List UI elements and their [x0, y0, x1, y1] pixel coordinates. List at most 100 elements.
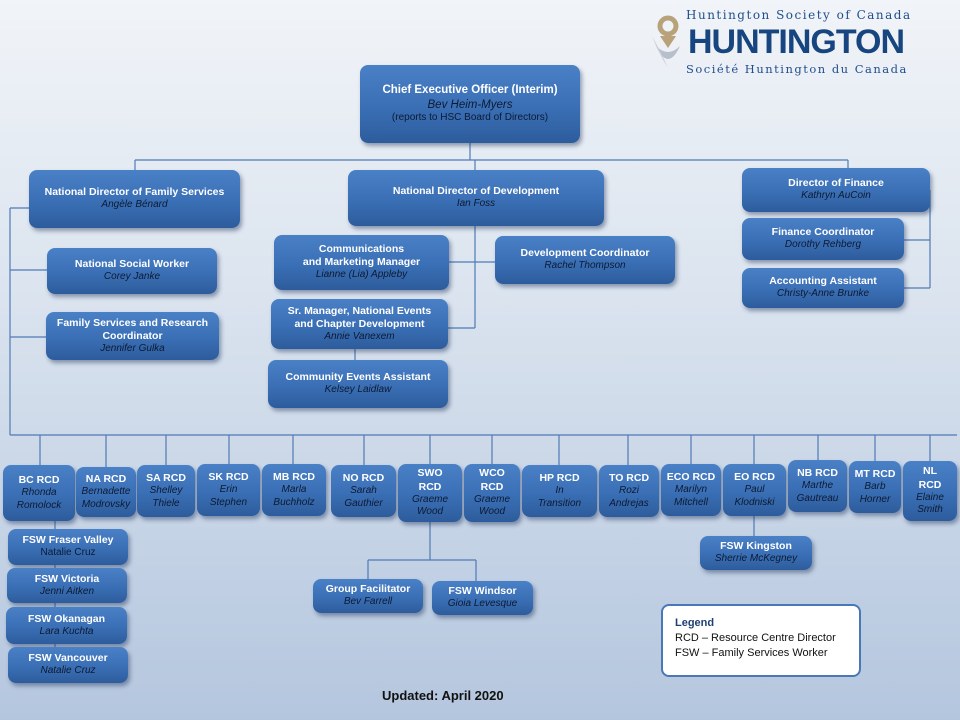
role-title: Group Facilitator	[325, 583, 411, 596]
person-name: Gioia Levesque	[447, 598, 518, 610]
role-title: NL RCD	[918, 465, 942, 491]
role-title: Family Services and Research Coordinator	[56, 316, 209, 342]
role-title: EO RCD	[734, 470, 775, 483]
role-title: MB RCD	[273, 470, 315, 483]
reports-note: (reports to HSC Board of Directors)	[391, 112, 549, 124]
person-name: Annie Vanexem	[324, 330, 395, 342]
person-name: Lara Kuchta	[39, 625, 94, 637]
role-title: SK RCD	[208, 470, 249, 483]
role-title: SA RCD	[146, 471, 186, 484]
person-name: Rachel Thompson	[544, 260, 626, 272]
role-title: Finance Coordinator	[771, 226, 875, 239]
person-name: Paul Klodniski	[734, 484, 775, 508]
role-title: FSW Okanagan	[27, 612, 105, 625]
person-name: Natalie Cruz	[40, 665, 96, 677]
person-name: Barb Horner	[859, 481, 891, 505]
role-title: Chief Executive Officer (Interim)	[382, 84, 558, 97]
person-name: Dorothy Rehberg	[784, 239, 862, 251]
person-name: Ian Foss	[456, 198, 496, 210]
box-finance-director: Director of Finance Kathryn AuCoin	[742, 168, 930, 212]
role-title: National Social Worker	[74, 258, 190, 271]
person-name: Marla Buchholz	[273, 484, 315, 508]
role-title: MT RCD	[854, 467, 896, 480]
legend-rcd: RCD – Resource Centre Director	[675, 632, 836, 644]
person-name: Marthe Gautreau	[796, 480, 839, 504]
person-name: Rhonda Romolock	[16, 487, 62, 511]
box-accounting-assistant: Accounting Assistant Christy-Anne Brunke	[742, 268, 904, 308]
role-title: National Director of Family Services	[44, 186, 225, 199]
box-ceo: Chief Executive Officer (Interim) Bev He…	[360, 65, 580, 143]
person-name: Erin Stephen	[209, 484, 248, 508]
person-name: Corey Janke	[103, 271, 161, 283]
person-name: Bev Farrell	[343, 596, 393, 608]
legend: Legend RCD – Resource Centre Director FS…	[661, 604, 861, 677]
person-name: Angèle Bénard	[101, 199, 168, 211]
box-sr-manager: Sr. Manager, National Events and Chapter…	[271, 299, 448, 349]
logo-text-main: HUNTINGTON	[688, 23, 905, 61]
role-title: FSW Windsor	[448, 585, 517, 598]
role-title: Accounting Assistant	[769, 275, 877, 288]
role-title: FSW Victoria	[34, 572, 100, 585]
box-dev-coord: Development Coordinator Rachel Thompson	[495, 236, 675, 284]
role-title: ECO RCD	[666, 470, 716, 483]
role-title: Sr. Manager, National Events and Chapter…	[287, 304, 432, 330]
person-name: Sherrie McKegney	[714, 553, 798, 565]
person-name: Jennifer Gulka	[100, 342, 165, 354]
person-name: Shelley Thiele	[149, 485, 183, 509]
role-title: Communications and Marketing Manager	[302, 243, 421, 269]
box-social-worker: National Social Worker Corey Janke	[47, 248, 217, 294]
person-name: Rozi Andrejas	[609, 485, 649, 509]
person-name: Bev Heim-Myers	[427, 98, 513, 111]
box-comm-manager: Communications and Marketing Manager Lia…	[274, 235, 449, 290]
person-name: Kelsey Laidlaw	[324, 384, 392, 396]
box-events-assistant: Community Events Assistant Kelsey Laidla…	[268, 360, 448, 408]
person-name: Graeme Wood	[411, 493, 449, 518]
person-name: Christy-Anne Brunke	[776, 288, 870, 300]
logo-text-french: Société Huntington du Canada	[686, 62, 908, 76]
box-fs-research: Family Services and Research Coordinator…	[46, 312, 219, 360]
person-name: Lianne (Lia) Appleby	[315, 269, 408, 281]
legend-heading: Legend	[675, 617, 715, 629]
logo-emblem-icon	[652, 15, 680, 68]
role-title: SWO RCD	[417, 467, 443, 493]
role-title: FSW Fraser Valley	[22, 534, 114, 547]
role-title: HP RCD	[539, 471, 580, 484]
person-name: Graeme Wood	[473, 493, 511, 518]
box-family-director: National Director of Family Services Ang…	[29, 170, 240, 228]
role-title: NO RCD	[342, 471, 385, 484]
role-title: NA RCD	[85, 472, 127, 485]
person-name: Natalie Cruz	[40, 547, 96, 559]
role-title: BC RCD	[18, 473, 60, 486]
person-name: Jenni Aitken	[39, 585, 95, 597]
role-title: FSW Vancouver	[28, 652, 108, 665]
person-name: Kathryn AuCoin	[801, 190, 871, 202]
role-title: Director of Finance	[788, 177, 884, 190]
role-title: Community Events Assistant	[285, 371, 431, 384]
role-title: TO RCD	[608, 471, 650, 484]
logo-text-english: Huntington Society of Canada	[686, 8, 912, 22]
person-name: Bernadette Modrovsky	[81, 486, 131, 510]
person-name: In Transition	[537, 485, 582, 509]
role-title: National Director of Development	[392, 185, 560, 198]
updated-date: Updated: April 2020	[382, 688, 504, 703]
person-name: Marilyn Mitchell	[674, 484, 708, 508]
